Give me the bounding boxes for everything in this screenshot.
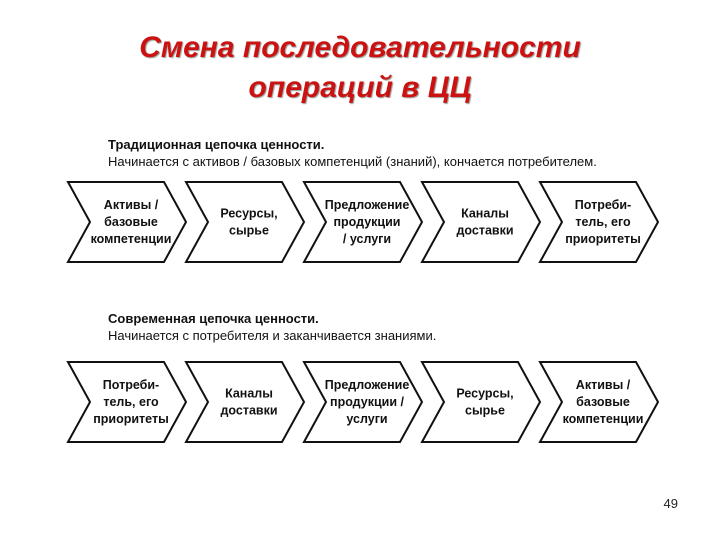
modern-step-label: Потреби- [103,378,159,392]
modern-chain-section: Современная цепочка ценности. Начинается… [0,310,720,470]
modern-step-label: Каналы [225,387,273,401]
modern-chevron-shape [184,361,306,443]
traditional-step-label: / услуги [343,232,391,246]
modern-step-label: сырье [465,404,505,418]
slide-title-line-2: операций в ЦЦ [248,71,472,104]
traditional-chevron-shape [302,181,424,263]
traditional-chevron-shape [420,181,542,263]
modern-step-label: услуги [346,412,387,426]
traditional-step-5: Потреби-тель, его приоритеты [538,181,660,263]
page-number: 49 [663,496,678,511]
modern-step-label: тель, его [103,395,159,409]
traditional-step-label: сырье [229,224,269,238]
traditional-step-label: компетенции [91,232,172,246]
slide-title-line-1: Смена последовательности [139,31,581,64]
traditional-step-label: приоритеты [565,232,641,246]
traditional-step-label: Предложение [325,198,410,212]
traditional-chain-diagram: Активы / базовые компетенции Ресурсы, сырье П… [66,181,660,263]
traditional-step-label: Каналы [461,207,509,221]
modern-step-label: Активы / [576,378,631,392]
traditional-chain-subheading: Начинается с активов / базовых компетенц… [108,154,597,169]
modern-chevron-shape [420,361,542,443]
modern-step-4: Ресурсы, сырье [420,361,542,443]
modern-step-label: продукции / [330,395,404,409]
modern-chain-header: Современная цепочка ценности. Начинается… [108,310,436,344]
modern-chain-heading: Современная цепочка ценности. [108,311,319,326]
modern-step-label: Предложение [325,378,410,392]
modern-step-label: базовые [576,395,630,409]
modern-step-5: Активы / базовые компетенции [538,361,660,443]
traditional-step-label: Потреби- [575,198,631,212]
traditional-chevron-shape [184,181,306,263]
modern-chain-subheading: Начинается с потребителя и заканчивается… [108,328,437,343]
traditional-step-label: тель, его [575,215,631,229]
traditional-step-4: Каналы доставки [420,181,542,263]
modern-step-3: Предложение продукции / услуги [302,361,424,443]
modern-chevron-shape [538,361,660,443]
traditional-chevron-shape [66,181,188,263]
traditional-chain-header: Традиционная цепочка ценности. Начинаетс… [108,136,597,170]
traditional-chain-heading: Традиционная цепочка ценности. [108,137,325,152]
modern-step-2: Каналы доставки [184,361,306,443]
traditional-step-3: Предложение продукции / услуги [302,181,424,263]
traditional-chain-section: Традиционная цепочка ценности. Начинаетс… [0,128,720,288]
traditional-chevron-shape [538,181,660,263]
modern-chain-diagram: Потреби-тель, его приоритеты Каналы доставк… [66,361,660,443]
traditional-step-label: Активы / [104,198,159,212]
traditional-step-label: доставки [456,224,513,238]
modern-step-1: Потреби-тель, его приоритеты [66,361,188,443]
modern-step-label: Ресурсы, [456,387,513,401]
modern-step-label: приоритеты [93,412,169,426]
slide-title: Смена последовательности операций в ЦЦ [0,28,720,108]
traditional-step-1: Активы / базовые компетенции [66,181,188,263]
modern-chevron-shape [302,361,424,443]
traditional-step-2: Ресурсы, сырье [184,181,306,263]
traditional-step-label: Ресурсы, [220,207,277,221]
modern-step-label: доставки [220,404,277,418]
traditional-step-label: базовые [104,215,158,229]
traditional-step-label: продукции [333,215,400,229]
modern-chevron-shape [66,361,188,443]
modern-step-label: компетенции [563,412,644,426]
